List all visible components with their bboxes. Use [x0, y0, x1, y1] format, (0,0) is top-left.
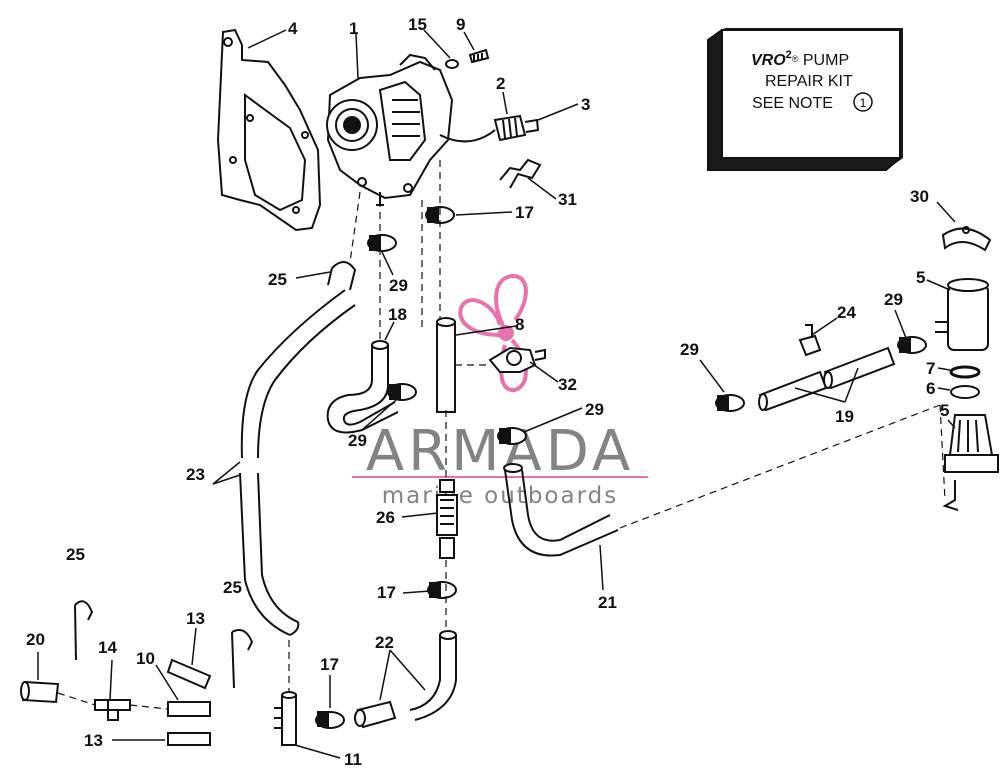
label-19: 19: [835, 407, 854, 426]
label-30: 30: [910, 187, 929, 206]
part-21-hose: [504, 469, 619, 557]
label-18: 18: [388, 305, 407, 324]
label-6: 6: [926, 379, 935, 398]
part-29-clamp-e: [897, 336, 927, 354]
label-29-a: 29: [389, 276, 408, 295]
part-23-hose-upper: [240, 289, 356, 459]
part-23-hose-end: [289, 621, 300, 636]
leader-lines: [37, 29, 956, 759]
label-8: 8: [515, 315, 524, 334]
note-circle: [853, 92, 873, 112]
label-9: 9: [456, 15, 465, 34]
part-15-washer: [445, 59, 459, 69]
part-9-screw: [468, 48, 490, 64]
part-31-clip: [499, 158, 542, 189]
part-25-clip-left: [74, 600, 94, 661]
assembly-lines: [57, 160, 946, 710]
part-23-hose-lower: [239, 472, 299, 636]
label-14: 14: [98, 638, 117, 657]
label-25-mid: 25: [223, 578, 242, 597]
label-29-b: 29: [348, 431, 367, 450]
label-29-d: 29: [680, 340, 699, 359]
part-25-clip-mid: [231, 629, 254, 689]
parts: [20, 28, 999, 746]
label-3: 3: [581, 95, 590, 114]
label-4: 4: [288, 19, 298, 38]
label-20: 20: [26, 630, 45, 649]
part-14-tee: [94, 699, 131, 721]
part-32-valve: [488, 346, 546, 373]
part-5-filter-element: [942, 414, 999, 511]
part-20-plug: [20, 680, 60, 704]
note-line3: SEE NOTE: [752, 95, 833, 112]
part-21-hose-end: [503, 463, 523, 473]
label-15: 15: [408, 15, 427, 34]
label-13-bottom: 13: [84, 731, 103, 750]
label-21: 21: [598, 593, 617, 612]
part-19-hoses: [758, 346, 896, 412]
part-8-tube: [436, 317, 456, 413]
label-31: 31: [558, 190, 577, 209]
label-29-c: 29: [585, 400, 604, 419]
label-22: 22: [375, 633, 394, 652]
part-18-hose-end: [371, 340, 389, 350]
label-5-top: 5: [916, 268, 925, 287]
part-2-3-sensor: [439, 114, 540, 143]
part-17-clamp-mid: [427, 581, 457, 599]
label-26: 26: [376, 508, 395, 527]
part-7-oring: [949, 365, 981, 379]
part-29-clamp-a: [367, 234, 397, 252]
watermark-tagline: marine outboards: [382, 483, 618, 509]
part-4-bracket: [216, 28, 322, 232]
label-23: 23: [186, 465, 205, 484]
note-line1: VRO2® PUMP: [751, 49, 849, 69]
label-29-e: 29: [884, 290, 903, 309]
note-number: 1: [860, 96, 867, 110]
watermark-brand: ARMADA: [366, 419, 634, 484]
part-29-clamp-c: [497, 427, 527, 445]
part-22-hose-left: [354, 700, 397, 729]
part-17-clamp-bottom: [315, 711, 345, 729]
part-22-hose-right: [409, 635, 457, 721]
part-13-hose-bottom: [167, 732, 211, 746]
label-17-bottom: 17: [320, 655, 339, 674]
label-17-mid: 17: [377, 583, 396, 602]
label-17-top: 17: [515, 203, 534, 222]
part-24-connector: [798, 324, 822, 357]
part-25-clip-top: [327, 261, 357, 291]
label-2: 2: [496, 74, 505, 93]
part-11-fitting: [274, 691, 297, 746]
part-30-clip: [941, 226, 992, 252]
part-6-gasket: [950, 385, 980, 399]
part-5-filter-cup: [935, 278, 989, 351]
label-1: 1: [349, 19, 358, 38]
part-29-clamp-d: [715, 394, 745, 412]
part-1-pump: [326, 53, 454, 206]
label-10: 10: [136, 649, 155, 668]
label-11: 11: [344, 750, 362, 769]
callout-labels: 4 1 15 9 2 3 31 17 29 25 18 8 32 29 29 2…: [26, 15, 949, 769]
part-26-filter: [436, 479, 458, 559]
label-13-top: 13: [186, 609, 205, 628]
part-18-hose: [326, 345, 399, 434]
label-5-bottom: 5: [940, 401, 949, 420]
note-line2: REPAIR KIT: [765, 73, 853, 90]
part-29-clamp-b: [387, 383, 417, 401]
part-13-hose-top: [166, 658, 212, 690]
repair-kit-box: VRO2® PUMP REPAIR KIT SEE NOTE 1: [707, 28, 903, 171]
label-32: 32: [558, 375, 577, 394]
label-24: 24: [837, 303, 856, 322]
label-7: 7: [926, 359, 935, 378]
label-25-left: 25: [66, 545, 85, 564]
label-25-top: 25: [268, 270, 287, 289]
part-10-hose: [167, 701, 211, 717]
